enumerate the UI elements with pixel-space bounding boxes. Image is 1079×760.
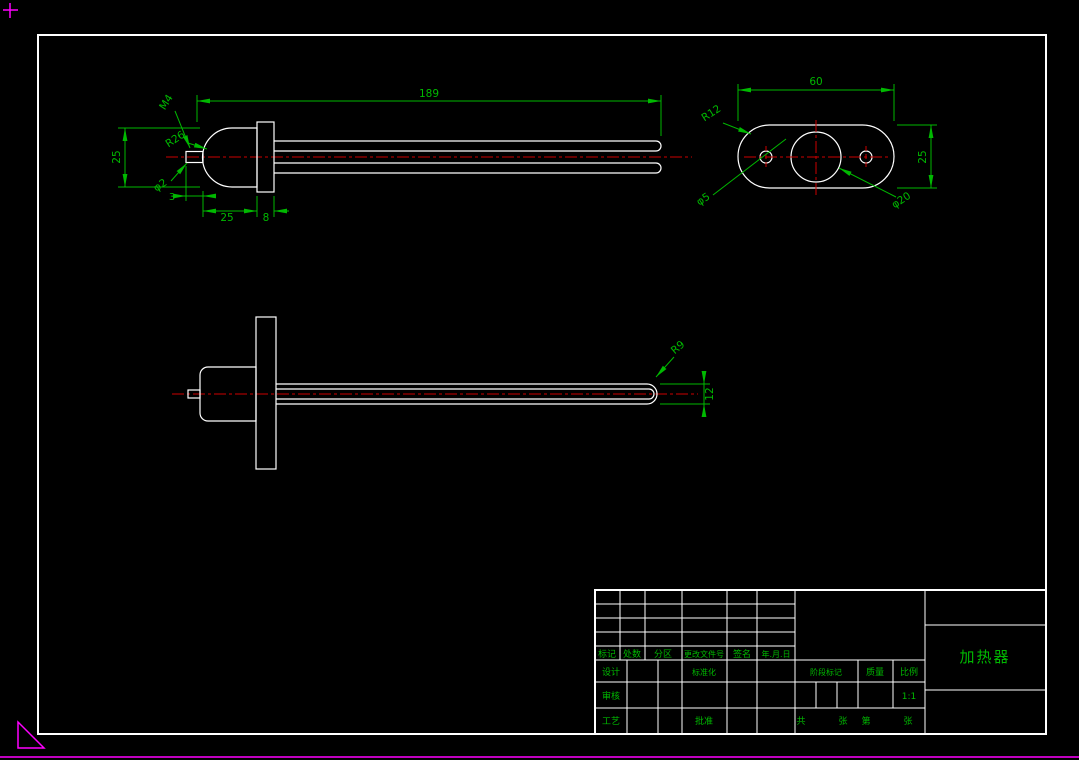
tb-total-label: 共 (796, 716, 805, 727)
side-view (166, 121, 692, 193)
end-view (737, 120, 895, 195)
title-block-border (594, 589, 1047, 735)
dim-plate-height: 25 (917, 150, 929, 163)
tb-approve-label: 批准 (695, 715, 713, 727)
flange-outline (256, 121, 275, 193)
tb-check-label: 审核 (602, 690, 620, 702)
tb-scale-label: 比例 (900, 666, 918, 678)
title-block: 标记 处数 分区 更改文件号 签名 年.月.日 设计 标准化 审核 工艺 批准 … (594, 589, 1047, 735)
dim-plate-width: 60 (809, 76, 822, 88)
tb-header-count: 处数 (623, 648, 641, 660)
assembly-view-dimensions: R9 12 (655, 339, 716, 417)
tube-lower (274, 162, 662, 174)
dim-cap-length: 25 (220, 212, 233, 224)
dim-end-radius: R9 (669, 339, 687, 357)
leader-cap-radius (187, 142, 208, 150)
leader-thread (174, 110, 191, 149)
leader-end-radius (655, 356, 675, 378)
tb-sheet-unit-1: 张 (838, 716, 847, 727)
tb-mass-label: 质量 (866, 666, 884, 678)
tb-header-mark: 标记 (598, 648, 616, 660)
dim-hole-dia: φ5 (694, 191, 712, 208)
dim-overall-length: 189 (419, 88, 439, 100)
flange-plate (255, 316, 277, 470)
hole-centermarks (765, 146, 867, 168)
part-name: 加热器 (959, 648, 1010, 666)
leader-corner-radius (722, 122, 752, 135)
dim-stud-dia: φ2 (151, 177, 169, 194)
cap-outline (201, 127, 258, 188)
assembly-view (172, 316, 698, 470)
tb-header-change-doc: 更改文件号 (684, 649, 724, 659)
tb-standardize-label: 标准化 (692, 667, 716, 677)
side-view-dimensions: 189 25 R26 M4 φ2 3 25 8 (111, 88, 662, 224)
tb-stage-mark-label: 阶段标记 (810, 667, 842, 677)
viewport-accents (0, 3, 1079, 758)
dim-thread: M4 (157, 92, 176, 112)
ucs-icon (17, 720, 46, 749)
leader-center-dia (838, 167, 897, 198)
tb-design-label: 设计 (602, 666, 620, 678)
tb-sheet-unit-2: 张 (903, 716, 912, 727)
leader-hole-dia (712, 138, 787, 196)
title-block-grid (595, 590, 1045, 734)
tb-process-label: 工艺 (602, 716, 620, 727)
dim-tube-dia: 12 (704, 387, 716, 400)
tube-outer (276, 383, 658, 405)
tb-no-label: 第 (861, 715, 870, 727)
dim-flange-thickness: 8 (263, 212, 270, 224)
tb-header-zone: 分区 (654, 649, 672, 660)
extension-lines (737, 84, 937, 189)
dim-center-dia: φ20 (890, 190, 914, 211)
tb-header-date: 年.月.日 (761, 649, 790, 659)
tb-scale-value: 1:1 (902, 692, 916, 702)
drawing-frame (37, 34, 1047, 735)
dim-cap-height: 25 (111, 150, 123, 163)
tb-header-signature: 签名 (733, 648, 751, 660)
leader-stud-dia (170, 162, 188, 182)
extension-lines (118, 95, 662, 217)
viewport-corner-mark (3, 3, 18, 18)
dim-corner-radius: R12 (699, 103, 723, 124)
body-outline (199, 366, 257, 422)
tube-inner (276, 388, 655, 400)
dim-stud-length: 3 (169, 192, 175, 203)
tube-upper (274, 140, 662, 152)
